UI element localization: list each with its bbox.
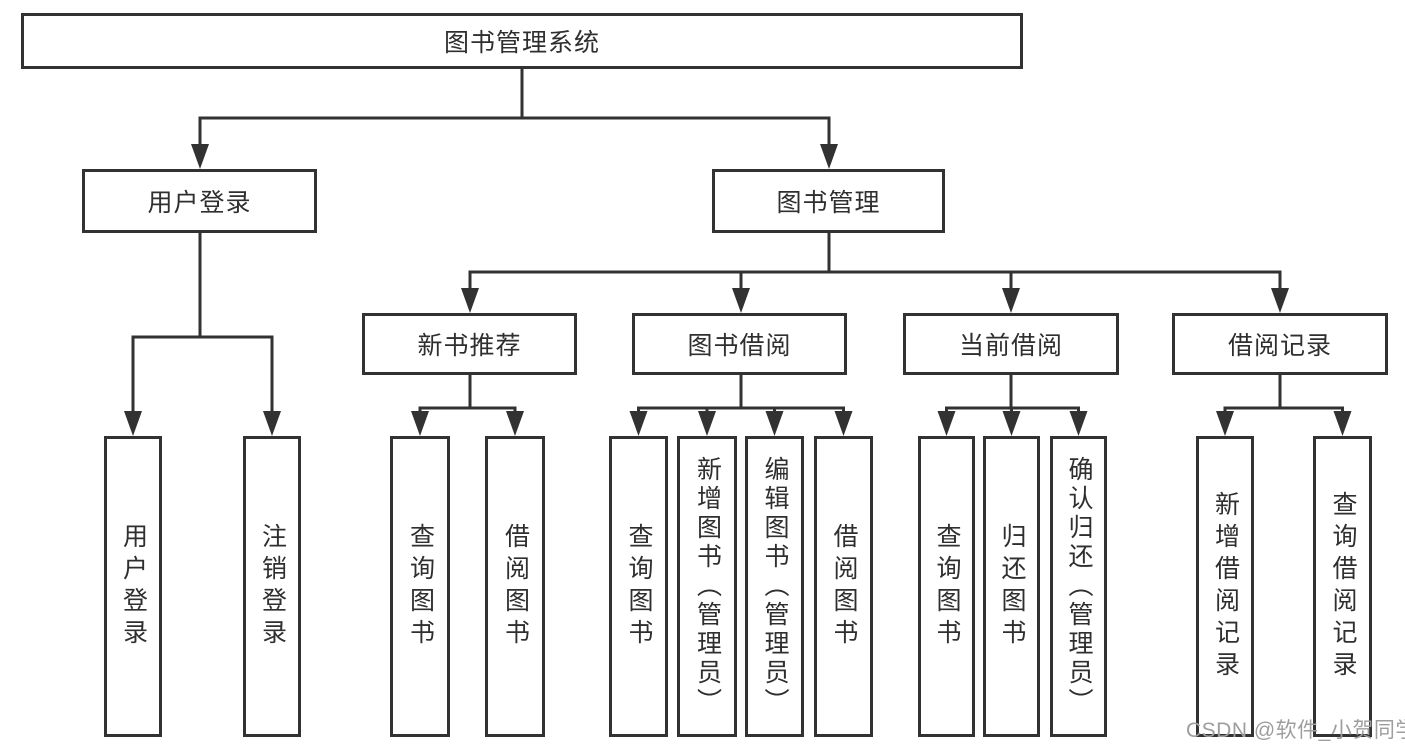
leaf-records-query-record: 查询借阅记录 — [1313, 436, 1372, 737]
node-label: 查询图书 — [625, 522, 653, 651]
node-label: 归还图书 — [998, 522, 1026, 651]
leaf-newbook-borrow-books: 借阅图书 — [485, 436, 545, 737]
node-library-system: 图书管理系统 — [21, 13, 1023, 69]
leaf-current-confirm-return-admin: 确认归还（管理员） — [1050, 436, 1107, 737]
node-current-borrowing: 当前借阅 — [903, 313, 1119, 375]
node-label: 图书借阅 — [687, 332, 792, 360]
leaf-newbook-query-books: 查询图书 — [390, 436, 450, 737]
leaf-logout-login: 注销登录 — [243, 436, 301, 737]
node-label: 图书管理 — [776, 189, 881, 217]
node-label: 用户登录 — [119, 522, 148, 651]
node-book-borrowing: 图书借阅 — [632, 313, 847, 375]
node-label: 查询借阅记录 — [1329, 490, 1357, 683]
leaf-records-add-record: 新增借阅记录 — [1196, 436, 1254, 737]
node-label: 借阅图书 — [501, 522, 530, 651]
node-label: 用户登录 — [147, 189, 252, 217]
node-label: 新增借阅记录 — [1211, 490, 1240, 683]
node-label: 新书推荐 — [417, 332, 522, 360]
csdn-watermark: CSDN @软件_小贺同学 — [1186, 719, 1405, 742]
node-label: 当前借阅 — [958, 332, 1063, 360]
leaf-current-query-books: 查询图书 — [918, 436, 975, 737]
node-label: 查询图书 — [406, 522, 435, 651]
node-label: 注销登录 — [258, 522, 287, 651]
leaf-user-login: 用户登录 — [104, 436, 162, 737]
node-label: 确认归还（管理员） — [1065, 456, 1093, 717]
node-label: 新增图书（管理员） — [693, 456, 722, 717]
node-label: 借阅记录 — [1227, 332, 1332, 360]
node-user-login: 用户登录 — [82, 169, 317, 233]
leaf-borrow-query-books: 查询图书 — [609, 436, 668, 737]
node-book-management: 图书管理 — [712, 169, 945, 233]
leaf-borrow-edit-books-admin: 编辑图书（管理员） — [745, 436, 804, 737]
leaf-borrow-borrow-books: 借阅图书 — [814, 436, 873, 737]
node-label: 编辑图书（管理员） — [761, 456, 789, 717]
node-label: 借阅图书 — [830, 522, 858, 651]
leaf-borrow-add-books-admin: 新增图书（管理员） — [677, 436, 737, 737]
node-borrowing-records: 借阅记录 — [1172, 313, 1388, 375]
leaf-current-return-books: 归还图书 — [983, 436, 1040, 737]
node-label: 图书管理系统 — [443, 29, 600, 57]
node-label: 查询图书 — [933, 522, 961, 651]
node-new-book-recommend: 新书推荐 — [362, 313, 577, 375]
